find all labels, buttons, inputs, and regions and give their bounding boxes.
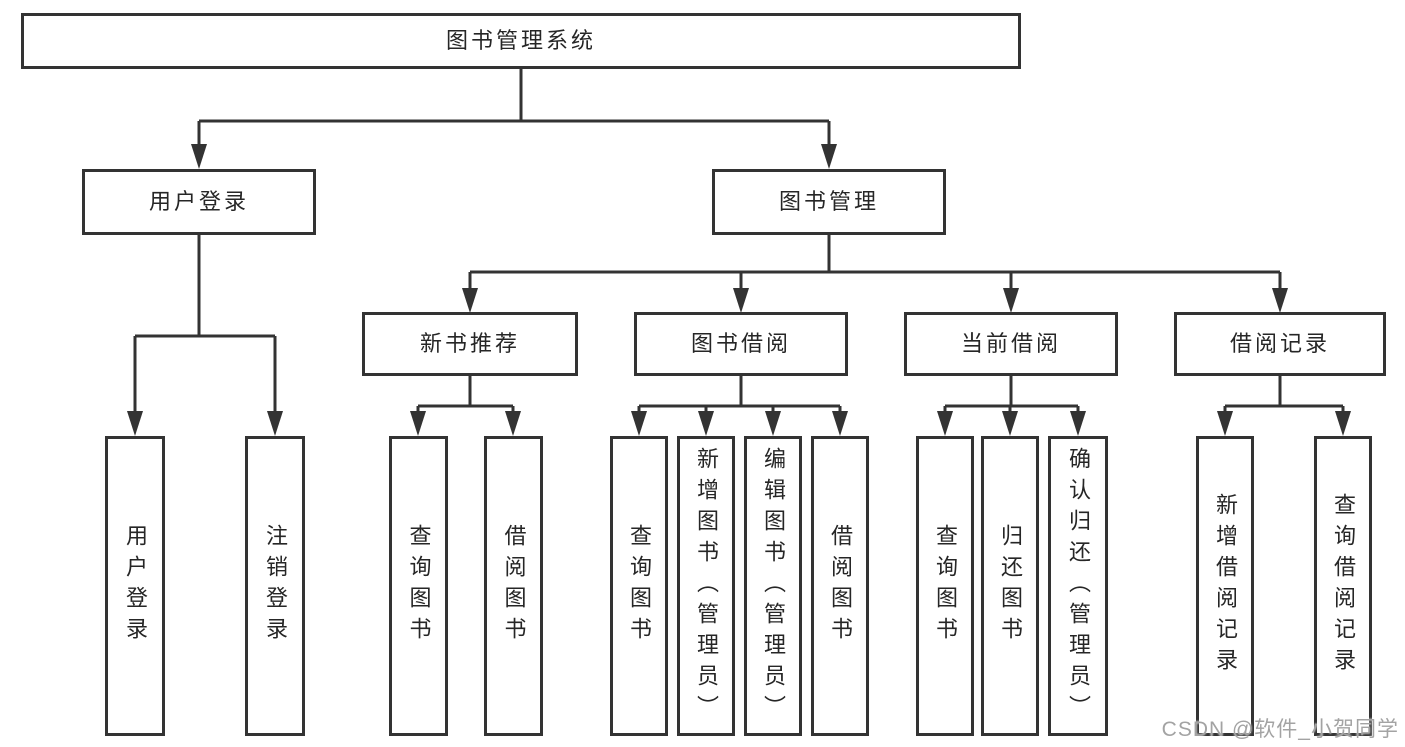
connector-user-login: [133, 235, 277, 414]
watermark-text: CSDN @软件_小贺同学: [1161, 718, 1399, 741]
connector-borrow-records: [1223, 376, 1345, 414]
node-book-borrow: 图书借阅: [634, 312, 848, 376]
node-root: 图书管理系统: [21, 13, 1021, 69]
connector-new-book-recommend: [416, 376, 515, 414]
leaf-current-return-label: 归还图书: [998, 524, 1023, 648]
leaf-borrow-borrow-label: 借阅图书: [828, 524, 853, 648]
connector-book-management: [468, 235, 1282, 291]
node-book-management: 图书管理: [712, 169, 946, 235]
connector-root: [197, 69, 831, 147]
node-user-login: 用户登录: [82, 169, 316, 235]
leaf-borrow-query-label: 查询图书: [627, 524, 652, 648]
leaf-records-add-label: 新增借阅记录: [1213, 493, 1238, 679]
leaf-logout-login: 注销登录: [245, 436, 305, 736]
leaf-records-add: 新增借阅记录: [1196, 436, 1254, 736]
leaf-newbook-borrow: 借阅图书: [484, 436, 543, 736]
leaf-newbook-borrow-label: 借阅图书: [501, 524, 527, 648]
leaf-current-query-label: 查询图书: [933, 524, 958, 648]
connector-current-borrow: [943, 376, 1080, 414]
leaf-borrow-borrow: 借阅图书: [811, 436, 869, 736]
leaf-user-login-label: 用户登录: [123, 524, 148, 648]
leaf-records-query-label: 查询借阅记录: [1331, 493, 1356, 679]
leaf-borrow-query: 查询图书: [610, 436, 668, 736]
leaf-borrow-edit-label: 编辑图书（管理员）: [761, 446, 786, 726]
leaf-current-confirm-label: 确认归还（管理员）: [1066, 446, 1091, 726]
leaf-newbook-query: 查询图书: [389, 436, 448, 736]
leaf-borrow-add-label: 新增图书（管理员）: [694, 446, 719, 726]
arrowheads: [127, 144, 1351, 436]
leaf-logout-login-label: 注销登录: [263, 524, 288, 648]
node-borrow-records: 借阅记录: [1174, 312, 1386, 376]
leaf-current-query: 查询图书: [916, 436, 974, 736]
leaf-newbook-query-label: 查询图书: [406, 524, 432, 648]
node-current-borrow: 当前借阅: [904, 312, 1118, 376]
leaf-current-return: 归还图书: [981, 436, 1039, 736]
leaf-records-query: 查询借阅记录: [1314, 436, 1372, 736]
leaf-user-login: 用户登录: [105, 436, 165, 736]
leaf-borrow-edit: 编辑图书（管理员）: [744, 436, 802, 736]
leaf-current-confirm: 确认归还（管理员）: [1048, 436, 1108, 736]
connector-book-borrow: [637, 376, 842, 414]
node-new-book-recommend: 新书推荐: [362, 312, 578, 376]
leaf-borrow-add: 新增图书（管理员）: [677, 436, 735, 736]
